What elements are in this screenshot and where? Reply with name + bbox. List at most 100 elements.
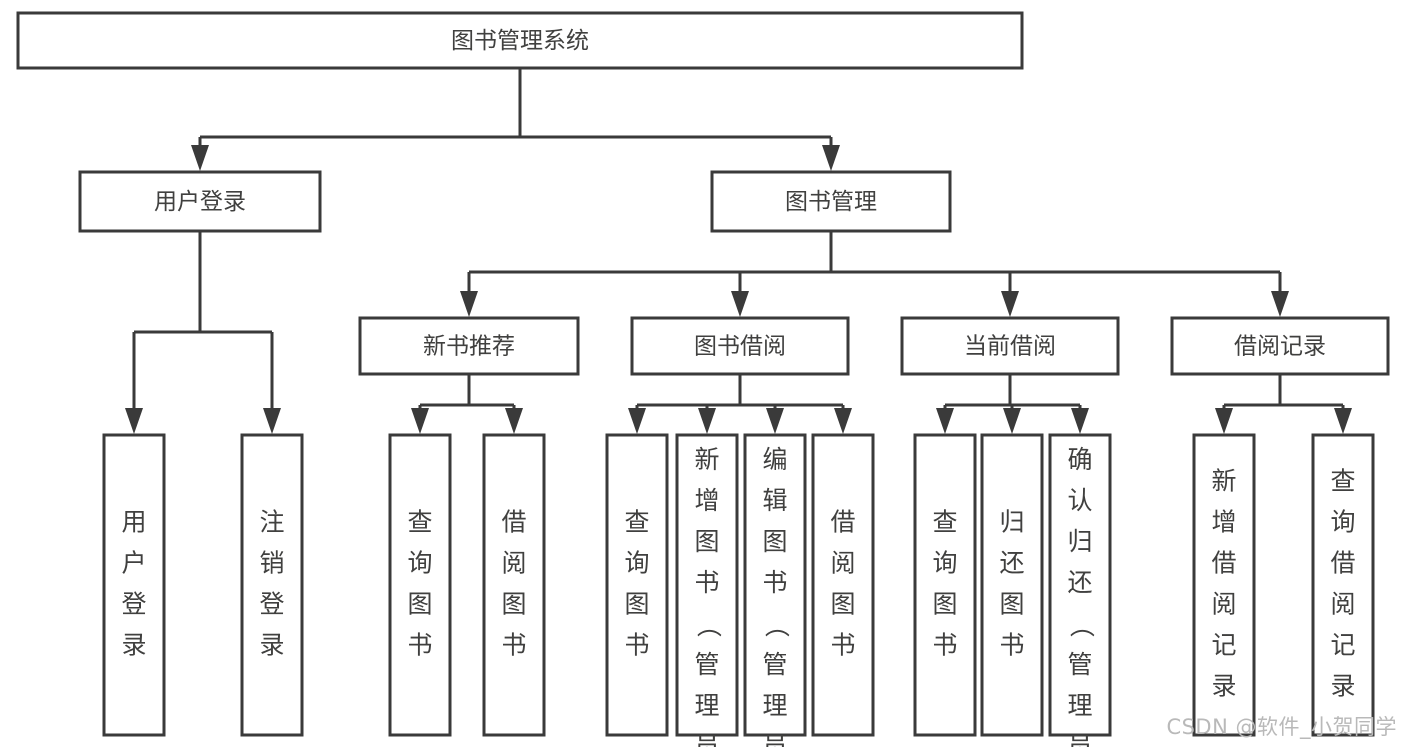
arrow-head-icon bbox=[936, 408, 954, 434]
level3-node-book-borrow[interactable]: 图书借阅 bbox=[630, 316, 850, 376]
label-glyph: 借 bbox=[1211, 549, 1236, 578]
arrow-head-icon bbox=[822, 145, 840, 171]
label-glyph: 登 bbox=[259, 590, 284, 619]
node-box[interactable] bbox=[1192, 433, 1256, 737]
node-box[interactable] bbox=[388, 433, 452, 737]
node-box[interactable] bbox=[482, 433, 546, 737]
node-box[interactable] bbox=[675, 433, 739, 737]
edge-group-current-borrow bbox=[936, 374, 1089, 434]
node-box[interactable] bbox=[630, 316, 850, 376]
node-box[interactable] bbox=[900, 316, 1120, 376]
label-glyph: 图 bbox=[407, 590, 432, 619]
label-glyph: 询 bbox=[624, 549, 649, 578]
level3-node-current-borrow[interactable]: 当前借阅 bbox=[900, 316, 1120, 376]
label-glyph: 询 bbox=[407, 549, 432, 578]
label-glyph: 阅 bbox=[1211, 590, 1236, 619]
arrow-head-icon bbox=[1271, 291, 1289, 317]
label-glyph: 书 bbox=[407, 631, 432, 660]
label-glyph: 理 bbox=[762, 691, 787, 720]
node-label: 图书管理 bbox=[785, 189, 877, 215]
node-box[interactable] bbox=[811, 433, 875, 737]
label-glyph: 还 bbox=[1067, 568, 1092, 597]
label-glyph: 记 bbox=[1211, 631, 1236, 660]
node-label: 图书管理系统 bbox=[451, 28, 589, 54]
level3-node-borrow-record[interactable]: 借阅记录 bbox=[1170, 316, 1390, 376]
node-box[interactable] bbox=[605, 433, 669, 737]
node-box[interactable] bbox=[1311, 433, 1375, 737]
node-box[interactable] bbox=[710, 170, 952, 233]
level2-node-user-login[interactable]: 用户登录 bbox=[78, 170, 322, 233]
arrow-head-icon bbox=[191, 145, 209, 171]
label-glyph: 增 bbox=[1211, 508, 1236, 537]
label-glyph: 图 bbox=[501, 590, 526, 619]
label-glyph: 辑 bbox=[762, 486, 787, 515]
label-glyph: 管 bbox=[762, 650, 787, 679]
label-glyph: 询 bbox=[1330, 508, 1355, 537]
edge-group-user-login bbox=[125, 231, 281, 434]
node-box[interactable] bbox=[1170, 316, 1390, 376]
arrow-head-icon bbox=[628, 408, 646, 434]
edge-group-book-borrow bbox=[628, 374, 852, 434]
label-glyph: 新 bbox=[694, 445, 719, 474]
label-glyph: 查 bbox=[624, 508, 649, 537]
label-glyph: 理 bbox=[1067, 691, 1092, 720]
node-box[interactable] bbox=[16, 11, 1024, 70]
label-glyph: 阅 bbox=[1330, 590, 1355, 619]
arrow-head-icon bbox=[411, 408, 429, 434]
node-box[interactable] bbox=[78, 170, 322, 233]
edge-group-root bbox=[191, 68, 840, 171]
label-glyph: 户 bbox=[121, 549, 146, 578]
edge-group-book-manage bbox=[460, 231, 1289, 317]
node-box[interactable] bbox=[240, 433, 304, 737]
node-box[interactable] bbox=[1048, 433, 1112, 737]
label-glyph: 登 bbox=[121, 590, 146, 619]
label-glyph: 还 bbox=[999, 549, 1024, 578]
label-glyph: 管 bbox=[1067, 650, 1092, 679]
node-box[interactable] bbox=[358, 316, 580, 376]
label-glyph: 借 bbox=[1330, 549, 1355, 578]
level3-node-new-book-recommend[interactable]: 新书推荐 bbox=[358, 316, 580, 376]
node-box[interactable] bbox=[913, 433, 977, 737]
node-box[interactable] bbox=[980, 433, 1044, 737]
label-glyph: 认 bbox=[1067, 486, 1092, 515]
arrow-head-icon bbox=[460, 291, 478, 317]
node-box[interactable] bbox=[102, 433, 166, 737]
label-glyph: 书 bbox=[830, 631, 855, 660]
edge-group-borrow-record bbox=[1215, 374, 1352, 434]
leaf-node-leaf-user-login[interactable]: 用户登录 bbox=[102, 433, 166, 737]
label-glyph: 用 bbox=[121, 508, 146, 537]
node-box[interactable] bbox=[743, 433, 807, 737]
label-glyph: 新 bbox=[1211, 467, 1236, 496]
node-label: 当前借阅 bbox=[964, 334, 1056, 360]
label-glyph: 书 bbox=[501, 631, 526, 660]
label-glyph: 注 bbox=[259, 508, 284, 537]
label-glyph: 录 bbox=[259, 631, 284, 660]
level2-node-book-manage[interactable]: 图书管理 bbox=[710, 170, 952, 233]
arrow-head-icon bbox=[263, 408, 281, 434]
label-glyph: 图 bbox=[999, 590, 1024, 619]
root-node-root[interactable]: 图书管理系统 bbox=[16, 11, 1024, 70]
label-glyph: 图 bbox=[830, 590, 855, 619]
arrow-head-icon bbox=[1001, 291, 1019, 317]
label-glyph: 书 bbox=[762, 568, 787, 597]
arrow-head-icon bbox=[1071, 408, 1089, 434]
